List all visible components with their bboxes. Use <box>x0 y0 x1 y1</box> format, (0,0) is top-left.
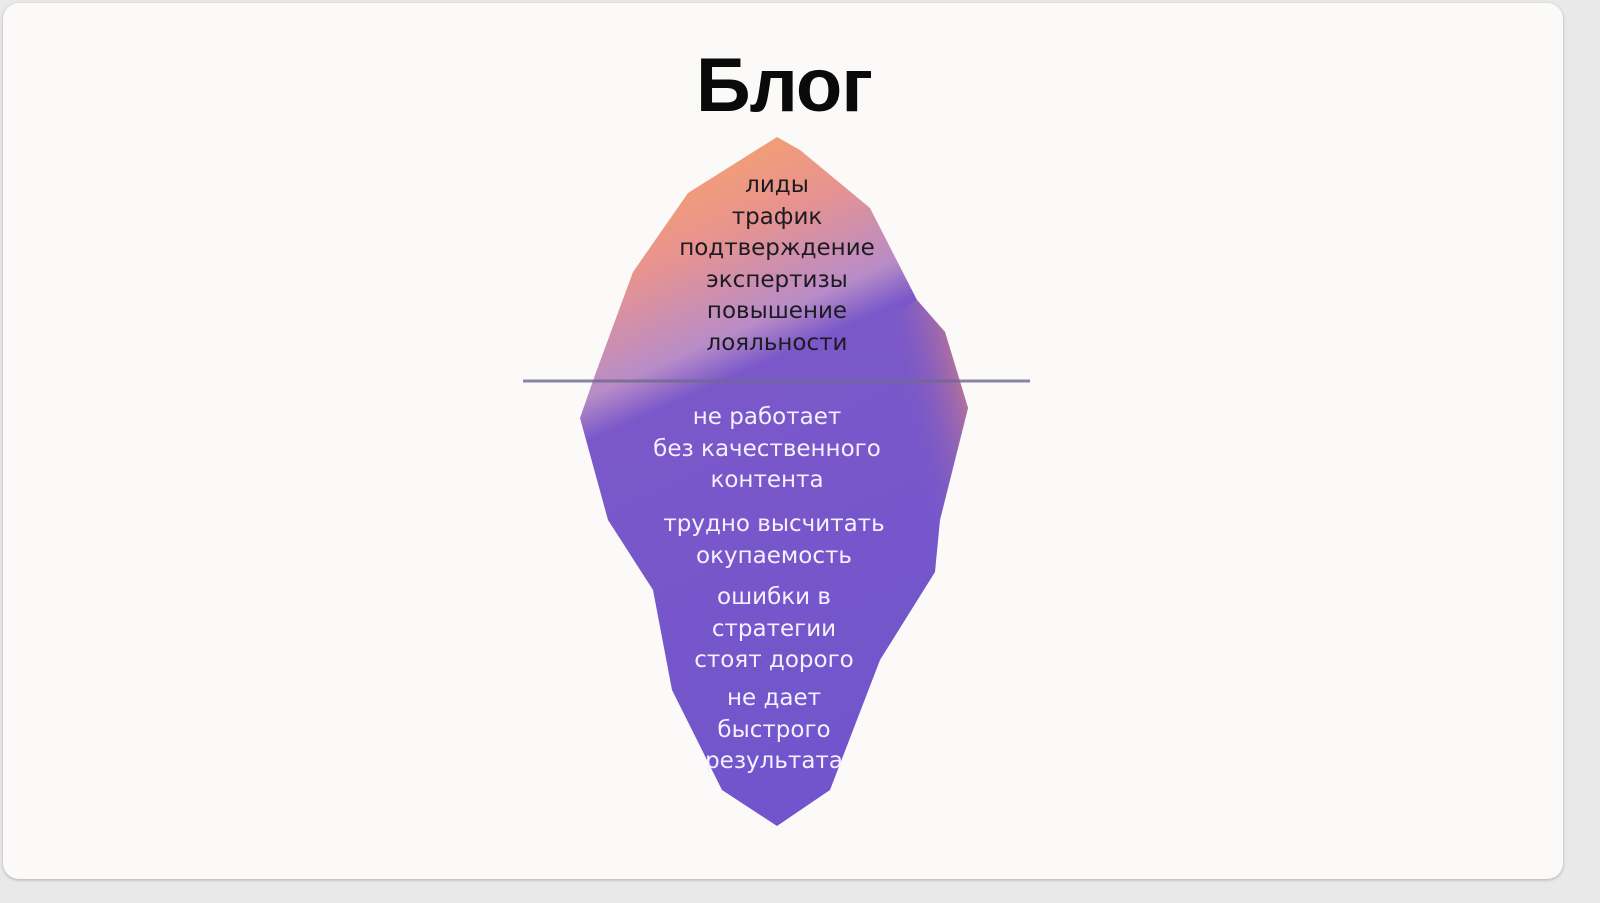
benefit-item: подтверждение <box>679 235 875 261</box>
iceberg-shape <box>580 137 968 826</box>
risk-line: окупаемость <box>696 542 852 569</box>
risk-line: контента <box>710 467 824 493</box>
risk-line: результата <box>705 748 843 774</box>
risk-line: не работает <box>692 404 842 430</box>
risk-line: стратегии <box>711 615 837 642</box>
iceberg-shade <box>850 300 968 572</box>
benefit-item: лояльности <box>706 329 848 356</box>
risk-group: не работает без качественного контента <box>617 402 917 497</box>
risk-line: трудно высчитать <box>663 511 885 537</box>
risk-line: ошибки в <box>717 584 831 610</box>
slide-title: Блог <box>696 43 873 128</box>
benefit-item: повышение <box>706 298 848 324</box>
risk-group: не дает быстрого результата <box>624 683 924 778</box>
above-water-list: лиды трафик подтверждение экспертизы пов… <box>627 170 927 359</box>
risk-line: не дает <box>726 685 822 711</box>
risk-group: ошибки в стратегии стоят дорого <box>624 582 924 677</box>
benefit-item: экспертизы <box>706 266 848 293</box>
benefit-item: лиды <box>745 172 809 198</box>
risk-line: стоят дорого <box>694 647 854 673</box>
risk-line: без качественного <box>653 435 881 462</box>
risk-line: быстрого <box>717 716 831 743</box>
risk-group: трудно высчитать окупаемость <box>624 509 924 572</box>
benefit-item: трафик <box>731 203 823 230</box>
